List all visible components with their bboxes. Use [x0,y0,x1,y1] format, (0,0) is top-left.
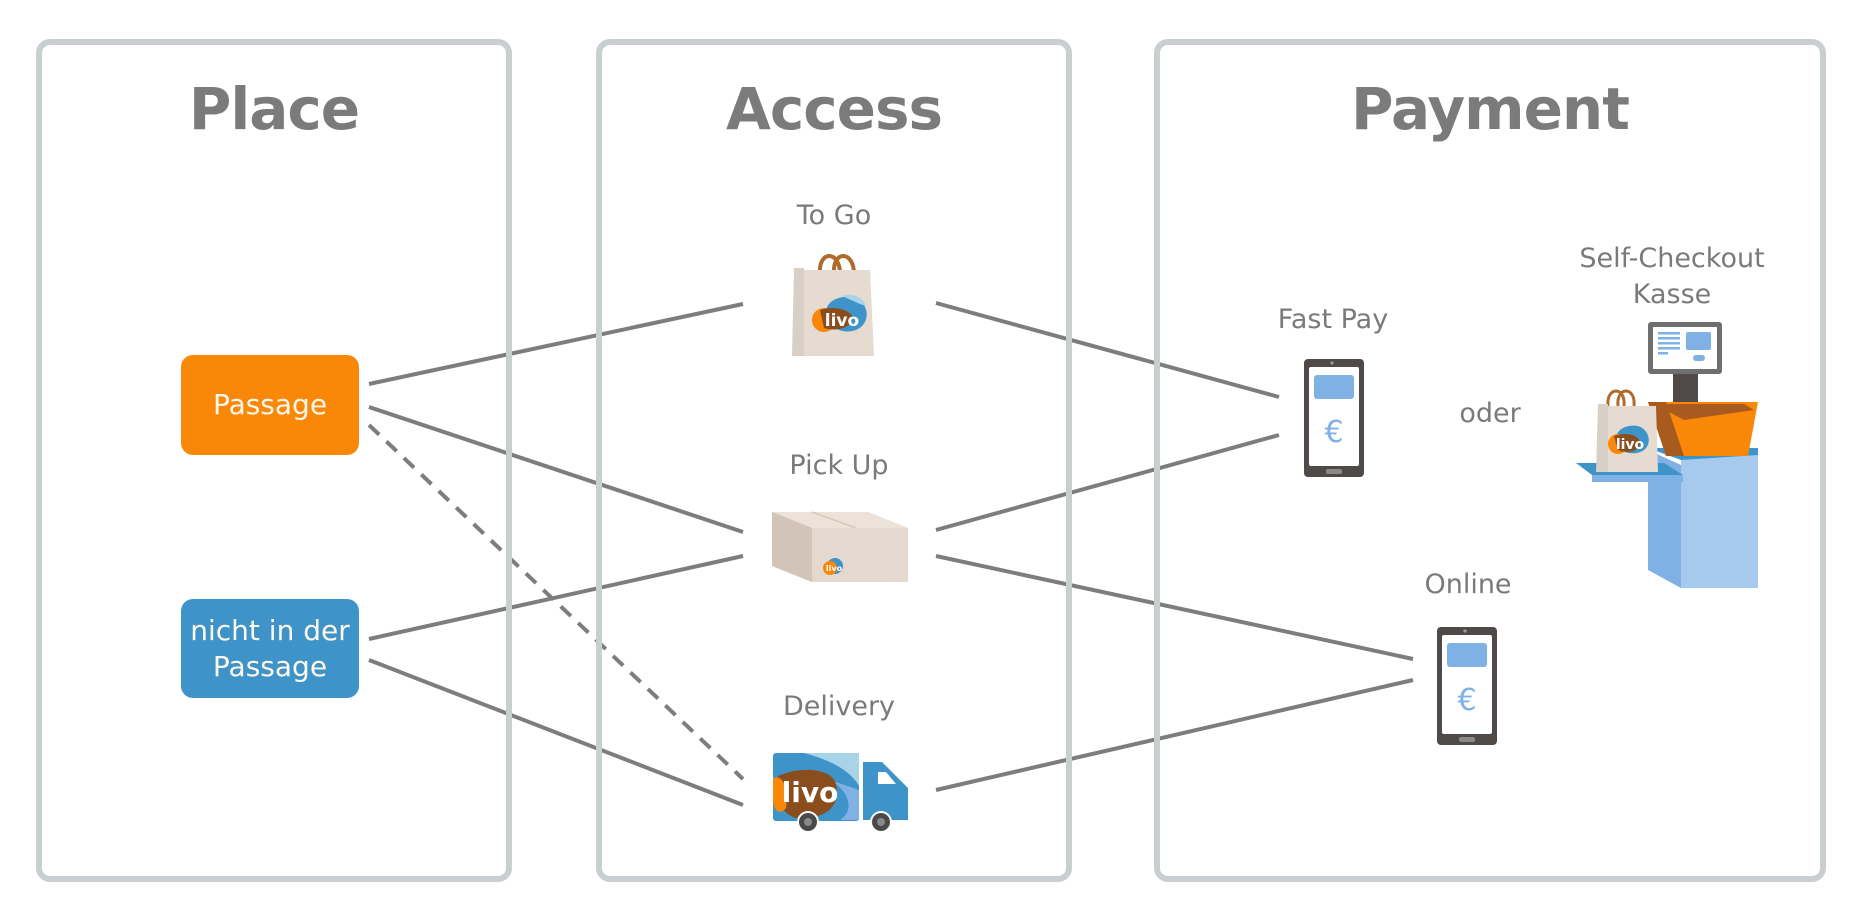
livo-logo: livo [812,294,867,332]
to-go-label: To Go [796,200,872,231]
self-checkout-label-line1: Self-Checkout [1579,243,1765,274]
connector-passage-to-pick-up [368,405,744,534]
svg-text:€: € [1324,415,1343,450]
delivery-truck-icon: livo [773,753,908,833]
svg-text:livo: livo [1616,437,1645,453]
smartphone-euro-icon: € [1437,627,1497,745]
payment-column: Payment [1154,39,1826,882]
smartphone-euro-icon: € [1304,359,1364,477]
parcel-box-icon: livo [772,511,908,582]
connector-delivery-to-online [935,678,1414,792]
delivery-label: Delivery [782,691,896,722]
connector-nicht-in-der-passage-to-pick-up [368,554,744,641]
self-checkout-label-line2: Kasse [1632,279,1712,310]
svg-text:livo: livo [825,311,859,331]
pick-up-label: Pick Up [789,450,889,481]
fast-pay-label: Fast Pay [1277,304,1389,335]
svg-text:livo: livo [782,776,839,809]
connector-pick-up-to-online [935,554,1414,661]
connector-pick-up-to-fast-pay [935,433,1280,532]
or-label: oder [1459,398,1521,429]
shopping-bag-icon: livo [792,254,874,356]
passage-node-label: Passage [212,388,328,421]
livo-logo: livo [823,558,843,575]
place-column: Place [36,39,512,882]
connector-passage-to-delivery [367,423,745,781]
connector-to-go-to-fast-pay [935,301,1280,399]
payment-column-title: Payment [1351,75,1630,143]
place-column-title: Place [188,75,360,143]
online-label: Online [1424,569,1512,600]
connector-passage-to-to-go [368,302,744,386]
not-in-passage-node-label: nicht in der Passage [190,613,349,685]
access-column-title: Access [725,75,943,143]
passage-node: Passage [181,355,359,455]
not-in-passage-line1: nicht in der [190,613,350,647]
not-in-passage-line2: Passage [212,649,328,683]
connector-nicht-in-der-passage-to-delivery [368,658,744,807]
access-column: Access [596,39,1072,882]
svg-text:€: € [1457,683,1476,718]
self-checkout-kiosk-icon: livo [1576,322,1758,588]
self-checkout-label: Self-Checkout Kasse [1579,241,1764,313]
livo-logo: livo [1608,425,1649,454]
not-in-passage-node: nicht in der Passage [181,599,359,698]
svg-text:livo: livo [826,564,843,573]
